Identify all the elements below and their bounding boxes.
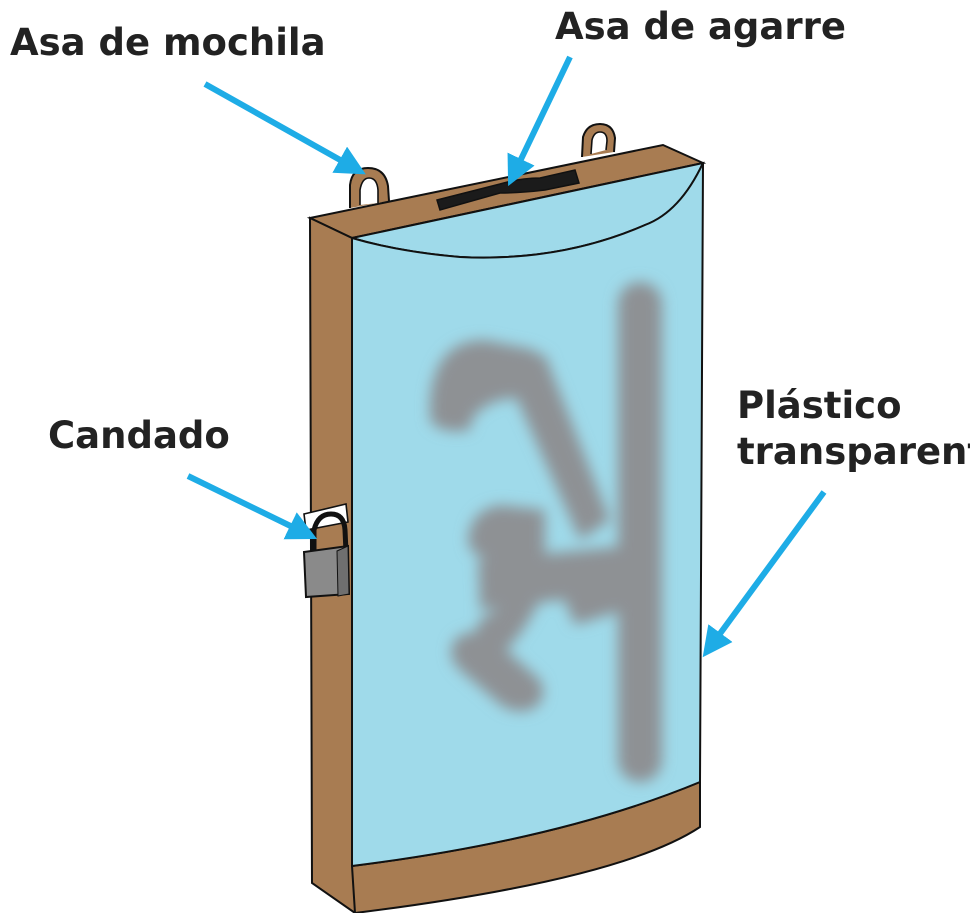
arrow-grab-handle [507, 55, 573, 187]
backpack-handle-right [581, 122, 617, 158]
blurred-sign-silhouette [430, 282, 662, 782]
arrow-backpack-handle [203, 81, 366, 175]
label-grab-handle: Asa de agarre [555, 5, 846, 48]
label-padlock: Candado [48, 414, 230, 457]
label-backpack-handle: Asa de mochila [10, 21, 326, 64]
arrow-padlock [186, 473, 318, 540]
padlock-icon [302, 503, 351, 599]
label-transparent-plastic-line2: transparente [737, 430, 970, 473]
label-transparent-plastic: Plástico transparente [737, 383, 970, 475]
label-transparent-plastic-line1: Plástico [737, 384, 902, 427]
arrow-transparent-plastic [702, 490, 827, 658]
backpack-handle-left [349, 166, 390, 208]
